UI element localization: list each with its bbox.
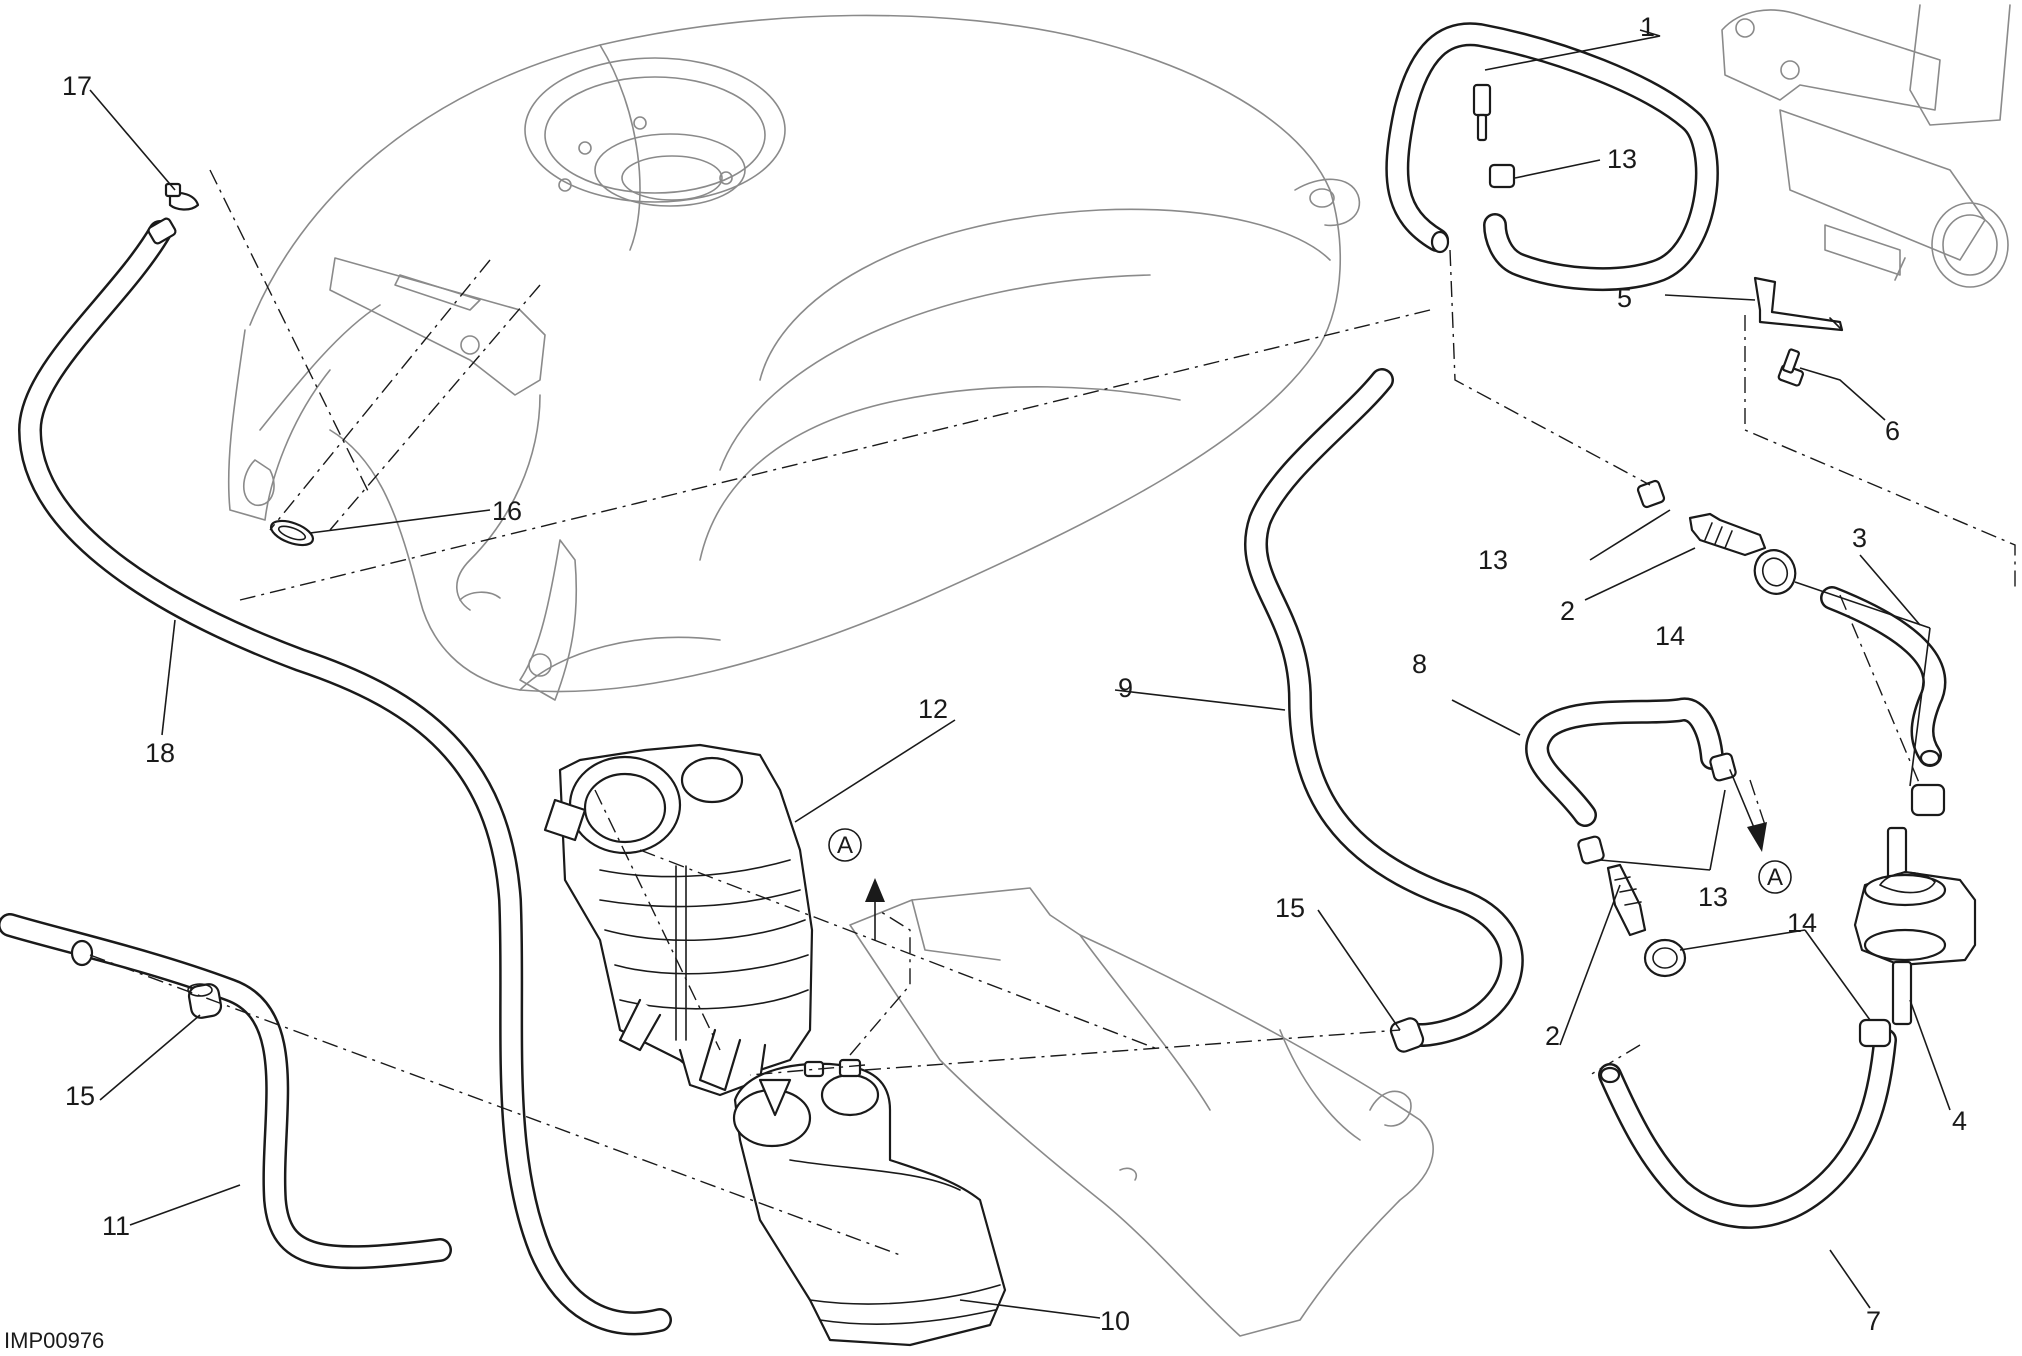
heat-shield-panel — [849, 887, 1434, 1337]
callout-2: 2 — [1545, 1021, 1560, 1051]
callout-9: 9 — [1118, 673, 1133, 703]
reference-marker-a: A — [828, 828, 862, 862]
callout-6: 6 — [1885, 416, 1900, 446]
callout-3: 3 — [1852, 523, 1867, 553]
callout-17: 17 — [62, 71, 92, 101]
clamp-14-right — [1858, 783, 1946, 1048]
assembly-lines — [89, 169, 2016, 1256]
svg-text:A: A — [1767, 864, 1783, 891]
clamp-13-lower — [1577, 752, 1737, 865]
callout-11: 11 — [102, 1211, 130, 1241]
hose-18 — [18, 217, 672, 1336]
clamp-14-lower — [1643, 938, 1687, 978]
hose-11 — [0, 913, 452, 1270]
clamp-14-top — [1753, 549, 1797, 595]
drawing-code: IMP00976 — [4, 1328, 104, 1353]
carbon-canister — [732, 1058, 1007, 1347]
callout-12: 12 — [918, 694, 948, 724]
clamp-13-mid — [1636, 479, 1666, 509]
callout-labels: 1 2 2 3 4 5 6 7 8 9 10 11 12 13 13 13 14… — [62, 12, 1967, 1336]
callout-16: 16 — [492, 496, 522, 526]
clamp-15-left — [187, 983, 223, 1019]
clamp-16 — [269, 519, 315, 547]
callout-14: 14 — [1787, 908, 1817, 938]
clamp-15-right — [1389, 1017, 1425, 1053]
clamp-17 — [164, 182, 200, 211]
callout-14: 14 — [1655, 621, 1685, 651]
callout-18: 18 — [145, 738, 175, 768]
leader-lines — [89, 29, 1951, 1319]
callout-15: 15 — [65, 1081, 95, 1111]
hose-7 — [1598, 1028, 1897, 1229]
callout-1: 1 — [1640, 12, 1655, 42]
clamp-13-top — [1472, 83, 1516, 189]
bracket-5 — [1753, 276, 1844, 332]
hose-8 — [1525, 697, 1724, 827]
callout-13: 13 — [1607, 144, 1637, 174]
callout-7: 7 — [1866, 1306, 1881, 1336]
hose-1 — [1385, 22, 1719, 292]
reference-arrows — [865, 769, 1767, 941]
fitting-2-lower — [1606, 863, 1647, 937]
callout-8: 8 — [1412, 649, 1427, 679]
hose-9 — [1243, 368, 1524, 1048]
vent-valve — [1853, 826, 1977, 1026]
callout-10: 10 — [1100, 1306, 1130, 1336]
hose-3 — [1820, 586, 1947, 767]
reference-marker-a: A — [1758, 860, 1792, 894]
callout-4: 4 — [1952, 1106, 1967, 1136]
fuel-tank — [227, 14, 1361, 701]
fitting-2-top — [1688, 512, 1767, 557]
svg-text:A: A — [837, 832, 853, 859]
callout-15: 15 — [1275, 893, 1305, 923]
callout-13: 13 — [1478, 545, 1508, 575]
fuel-pump-assembly — [543, 743, 814, 1097]
screw-6 — [1777, 348, 1804, 387]
callout-5: 5 — [1617, 283, 1632, 313]
frame-section — [1721, 4, 2011, 288]
callout-13: 13 — [1698, 882, 1728, 912]
callout-2: 2 — [1560, 596, 1575, 626]
